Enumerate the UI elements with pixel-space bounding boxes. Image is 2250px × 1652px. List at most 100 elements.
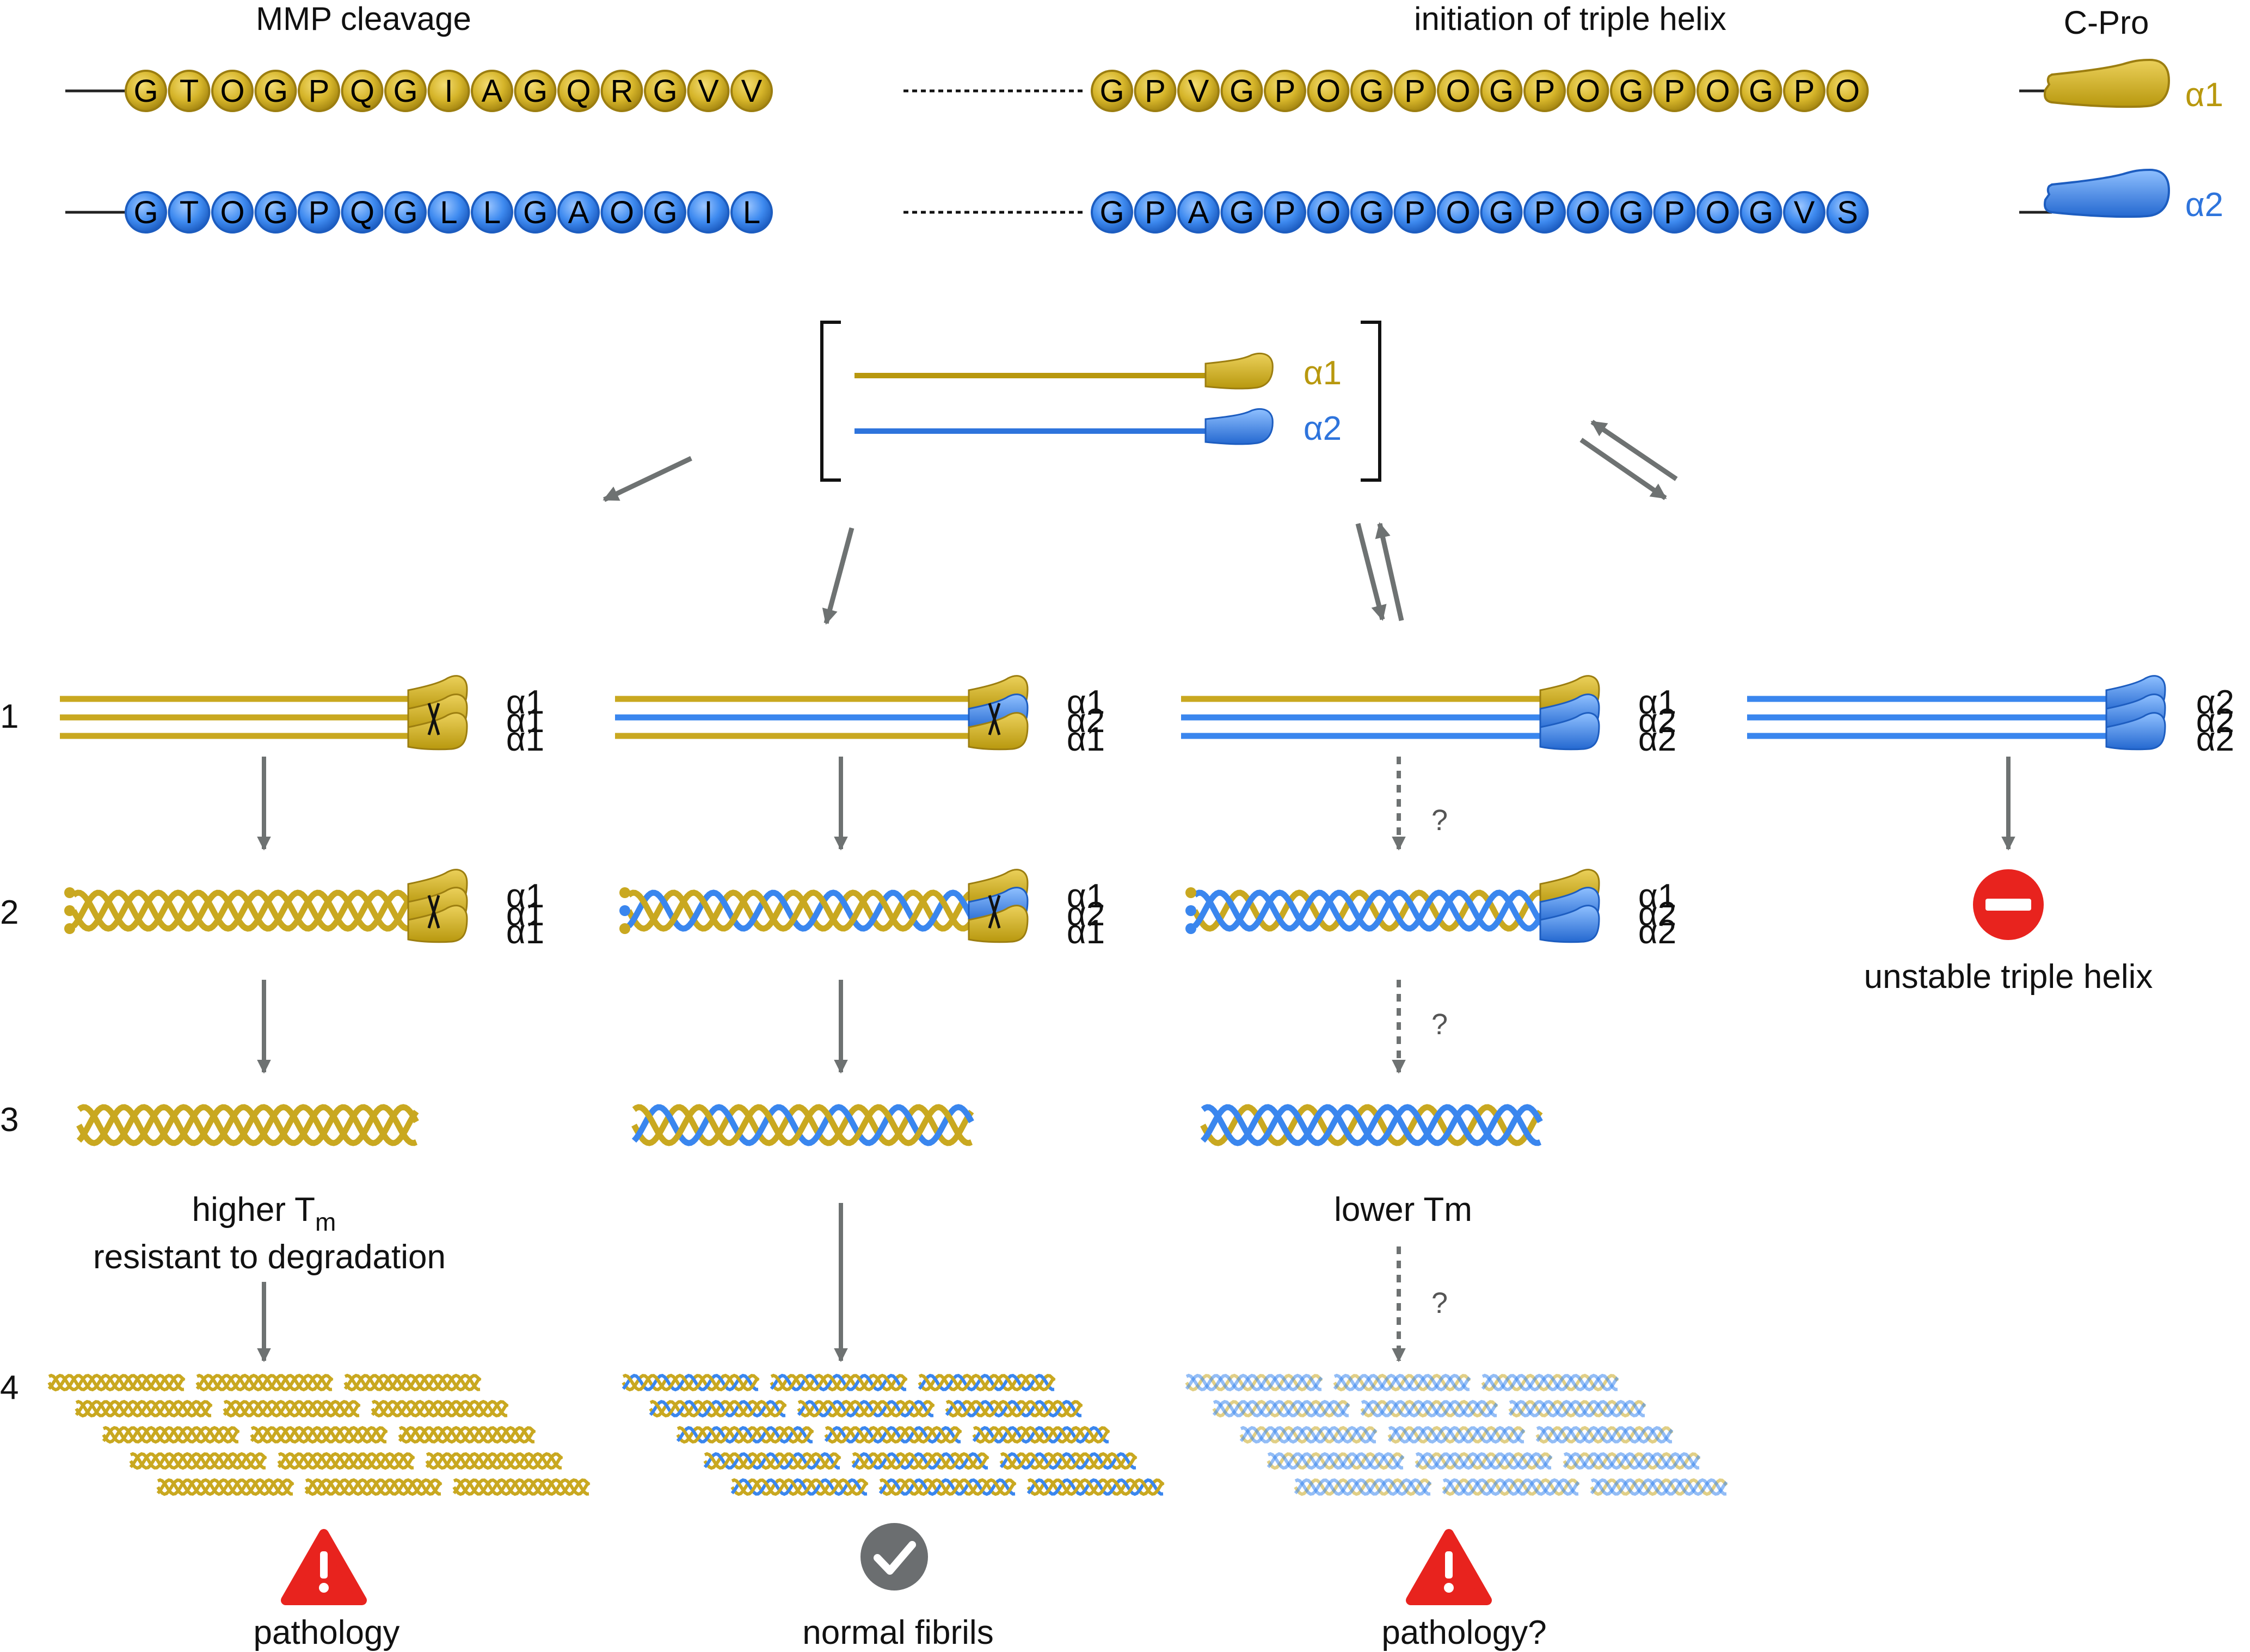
helix-strand bbox=[1267, 1452, 1405, 1470]
residue-bead bbox=[644, 70, 686, 112]
residue-letter: O bbox=[1705, 195, 1730, 230]
chain-label: α1 bbox=[506, 702, 544, 740]
helix-strand bbox=[1535, 1426, 1674, 1444]
residue-letter: G bbox=[1619, 73, 1643, 109]
residue-bead bbox=[1134, 70, 1177, 112]
residue-bead bbox=[254, 191, 297, 234]
residue-letter: G bbox=[1099, 73, 1124, 109]
helix-strand bbox=[797, 1399, 934, 1418]
residue-letter: O bbox=[1446, 195, 1470, 230]
residue-letter: O bbox=[220, 73, 244, 109]
helix-strand bbox=[1185, 1373, 1323, 1392]
residue-letter: P bbox=[1664, 195, 1685, 230]
free-alpha2-propeptide bbox=[1204, 408, 1274, 445]
residue-bead bbox=[427, 70, 470, 112]
residue-letter: G bbox=[263, 195, 288, 230]
helix-strand bbox=[343, 1373, 482, 1392]
residue-bead bbox=[427, 191, 470, 234]
helix-strand bbox=[250, 1426, 388, 1444]
residue-bead bbox=[1783, 191, 1825, 234]
vertical-arrows bbox=[257, 757, 2015, 1362]
helix-strand bbox=[1192, 889, 1547, 932]
residue-bead bbox=[1264, 70, 1306, 112]
helix-strand bbox=[824, 1426, 962, 1444]
helix-strand bbox=[878, 1478, 1017, 1496]
residue-letter: G bbox=[653, 195, 677, 230]
helix-strand bbox=[1212, 1399, 1349, 1418]
question-mark-1: ? bbox=[1431, 804, 1448, 837]
helix-strand bbox=[1360, 1399, 1497, 1418]
helix-strand bbox=[626, 889, 975, 932]
residue-letter: G bbox=[133, 195, 158, 230]
helix-strand bbox=[195, 1373, 334, 1392]
helix-strand bbox=[398, 1426, 535, 1444]
residue-bead bbox=[730, 191, 773, 234]
helix-strand bbox=[102, 1426, 239, 1444]
residue-bead bbox=[1783, 70, 1825, 112]
residue-bead bbox=[471, 70, 513, 112]
residue-letter: L bbox=[743, 195, 760, 230]
chain-label: α1 bbox=[506, 895, 544, 933]
helix-strand bbox=[945, 1399, 1082, 1418]
residue-letter: O bbox=[1705, 73, 1730, 109]
helix-strand bbox=[1192, 889, 1548, 932]
helix-strand bbox=[1508, 1399, 1646, 1418]
residue-letter: V bbox=[1188, 73, 1209, 109]
chain-label: α2 bbox=[2196, 684, 2234, 721]
residue-bead bbox=[1523, 191, 1566, 234]
helix-strand bbox=[1415, 1452, 1553, 1470]
helix-strand bbox=[1267, 1452, 1404, 1470]
residue-letter: G bbox=[1489, 195, 1514, 230]
helix-strand bbox=[1590, 1478, 1727, 1496]
residue-letter: A bbox=[482, 73, 503, 109]
question-mark-2: ? bbox=[1431, 1008, 1448, 1041]
residue-letter: T bbox=[180, 195, 199, 230]
free-alpha1-label: α1 bbox=[1304, 354, 1342, 392]
alpha1-label: α1 bbox=[2185, 76, 2223, 114]
resistant-label: resistant to degradation bbox=[93, 1238, 446, 1276]
helix-strand bbox=[1536, 1426, 1674, 1444]
helix-strand bbox=[1333, 1373, 1470, 1392]
helix-strand bbox=[731, 1478, 869, 1496]
residue-letter: P bbox=[1404, 73, 1425, 109]
helix-strand bbox=[1442, 1478, 1579, 1496]
helix-strand bbox=[1294, 1478, 1431, 1496]
residue-letter: A bbox=[1188, 195, 1209, 230]
helix-strand bbox=[130, 1452, 267, 1470]
chain-label: α1 bbox=[1638, 877, 1676, 915]
residue-bead bbox=[384, 70, 427, 112]
residue-bead bbox=[1134, 191, 1177, 234]
helix-strand bbox=[824, 1426, 961, 1444]
free-alpha2-label: α2 bbox=[1304, 410, 1342, 447]
helix-strand bbox=[425, 1452, 563, 1470]
n-terminus bbox=[619, 905, 630, 916]
residue-bead bbox=[1480, 70, 1523, 112]
free-chains-bracket bbox=[820, 321, 1381, 482]
residue-bead bbox=[1437, 191, 1479, 234]
residue-bead bbox=[1739, 70, 1782, 112]
helix-strand bbox=[770, 1373, 907, 1392]
residue-letter: V bbox=[698, 73, 719, 109]
helix-strand bbox=[797, 1399, 935, 1418]
residue-letter: O bbox=[220, 195, 244, 230]
helix-strand bbox=[1239, 1426, 1376, 1444]
n-terminus bbox=[1185, 887, 1196, 898]
residue-letter: O bbox=[1316, 73, 1341, 109]
disulfide-bond bbox=[427, 895, 440, 929]
helix-strand bbox=[918, 1373, 1055, 1392]
c-pro-label: C-Pro bbox=[2064, 4, 2149, 41]
residue-letter: G bbox=[1359, 73, 1384, 109]
normal-fibrils-label: normal fibrils bbox=[802, 1614, 993, 1651]
residue-bead bbox=[1610, 191, 1652, 234]
residue-bead bbox=[1696, 191, 1739, 234]
pathology-label: pathology bbox=[254, 1614, 400, 1651]
n-terminus bbox=[619, 887, 630, 898]
helix-strand bbox=[1508, 1399, 1645, 1418]
chain-label: α1 bbox=[506, 721, 544, 758]
residue-bead bbox=[298, 191, 340, 234]
helix-strand bbox=[156, 1478, 294, 1496]
residue-bead bbox=[168, 70, 211, 112]
helix-strand bbox=[371, 1399, 509, 1418]
